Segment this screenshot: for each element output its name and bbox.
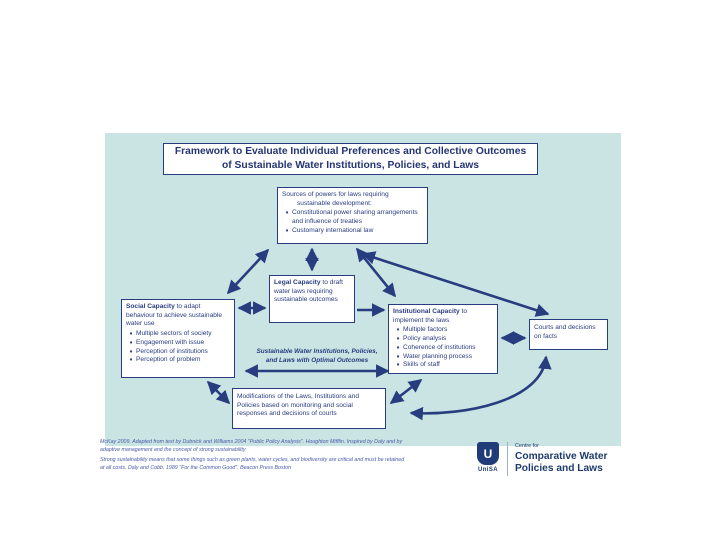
institutional-bullet: ♦ Coherence of institutions [393, 344, 493, 353]
centre-name: Centre for Comparative Water Policies an… [515, 442, 607, 475]
slide-title-box: Framework to Evaluate Individual Prefere… [163, 143, 538, 175]
social-capacity-lead: Social Capacity [126, 303, 175, 310]
social-bullet: ♦ Perception of institutions [126, 348, 230, 357]
bullet-diamond-icon: ♦ [129, 331, 133, 338]
unisa-wordmark: UniSA [478, 467, 498, 473]
bullet-diamond-icon: ♦ [396, 344, 400, 351]
sources-bullet: ♦ Constitutional power sharing arrangeme… [282, 209, 423, 226]
bullet-diamond-icon: ♦ [285, 210, 289, 217]
social-capacity-rest: to adapt behaviour to achieve sustainabl… [126, 303, 223, 328]
bullet-diamond-icon: ♦ [285, 227, 289, 234]
citation-line: Strong sustainability means that some th… [100, 456, 405, 463]
bullet-diamond-icon: ♦ [396, 362, 400, 369]
social-bullet: ♦ Engagement with issue [126, 339, 230, 348]
slide-title-line1: Framework to Evaluate Individual Prefere… [174, 146, 527, 158]
slide-title-line2: of Sustainable Water Institutions, Polic… [221, 160, 480, 171]
institutional-bullet: ♦ Skills of staff [393, 361, 493, 370]
optimal-outcomes-label: Sustainable Water Institutions, Policies… [256, 348, 378, 365]
centre-name-line2: Policies and Laws [515, 462, 603, 474]
legal-capacity-rest: to draft water laws requiring sustainabl… [274, 279, 343, 304]
legal-capacity-box: Legal Capacity to draft water laws requi… [269, 275, 355, 323]
centre-for-label: Centre for [515, 443, 539, 449]
social-bullet: ♦ Multiple sectors of society [126, 330, 230, 339]
sources-of-powers-box: Sources of powers for laws requiring sus… [277, 187, 428, 244]
citation-footer: McKay 2009. Adapted from text by Dubnick… [100, 439, 445, 472]
courts-text: Courts and decisions on facts [534, 324, 596, 340]
bullet-diamond-icon: ♦ [129, 348, 133, 355]
social-capacity-box: Social Capacity to adapt behaviour to ac… [121, 299, 235, 378]
sources-line2: sustainable development: [297, 199, 372, 207]
unisa-shield-icon: U [477, 442, 499, 465]
centre-name-line1: Comparative Water [515, 450, 608, 462]
modifications-text: Modifications of the Laws, Institutions … [237, 393, 360, 418]
courts-box: Courts and decisions on facts [529, 319, 608, 350]
institutional-capacity-lead: Institutional Capacity [393, 308, 460, 315]
institutional-capacity-rest: to implement the laws [393, 308, 468, 324]
unisa-logo: U UniSA [477, 442, 499, 473]
sources-line1: Sources of powers for laws requiring [282, 191, 389, 198]
logo-block: U UniSA Centre for Comparative Water Pol… [477, 442, 607, 476]
modifications-box: Modifications of the Laws, Institutions … [232, 388, 386, 429]
citation-line: at all costs. Daly and Cobb. 1989 "For t… [100, 464, 292, 471]
institutional-bullet: ♦ Policy analysis [393, 335, 493, 344]
bullet-diamond-icon: ♦ [396, 336, 400, 343]
legal-capacity-lead: Legal Capacity [274, 279, 321, 286]
institutional-bullet: ♦ Water planning process [393, 353, 493, 362]
bullet-diamond-icon: ♦ [396, 353, 400, 360]
citation-line: McKay 2009. Adapted from text by Dubnick… [100, 439, 403, 445]
bullet-diamond-icon: ♦ [129, 357, 133, 364]
bullet-diamond-icon: ♦ [129, 339, 133, 346]
logo-divider [507, 442, 508, 476]
institutional-capacity-box: Institutional Capacity to implement the … [388, 304, 498, 374]
citation-line: adaptive management and the concept of s… [100, 446, 246, 453]
institutional-bullet: ♦ Multiple factors [393, 326, 493, 335]
bullet-diamond-icon: ♦ [396, 327, 400, 334]
sources-bullet: ♦ Customary international law [282, 227, 423, 236]
social-bullet: ♦ Perception of problem [126, 356, 230, 365]
